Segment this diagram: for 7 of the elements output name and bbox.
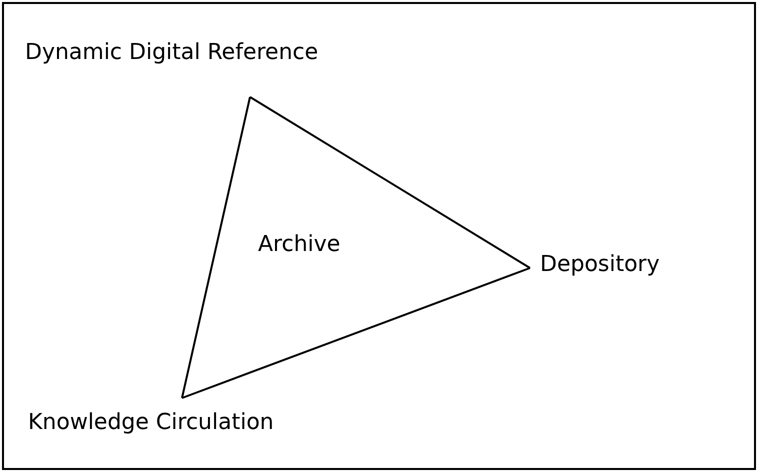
vertex-label: Depository — [540, 252, 660, 277]
vertex-label: Dynamic Digital Reference — [25, 40, 318, 65]
triangle-side — [249, 96, 531, 269]
triangle-side — [182, 267, 530, 399]
center-label: Archive — [258, 232, 340, 257]
triangle-side — [181, 96, 251, 398]
vertex-label: Knowledge Circulation — [28, 410, 274, 435]
